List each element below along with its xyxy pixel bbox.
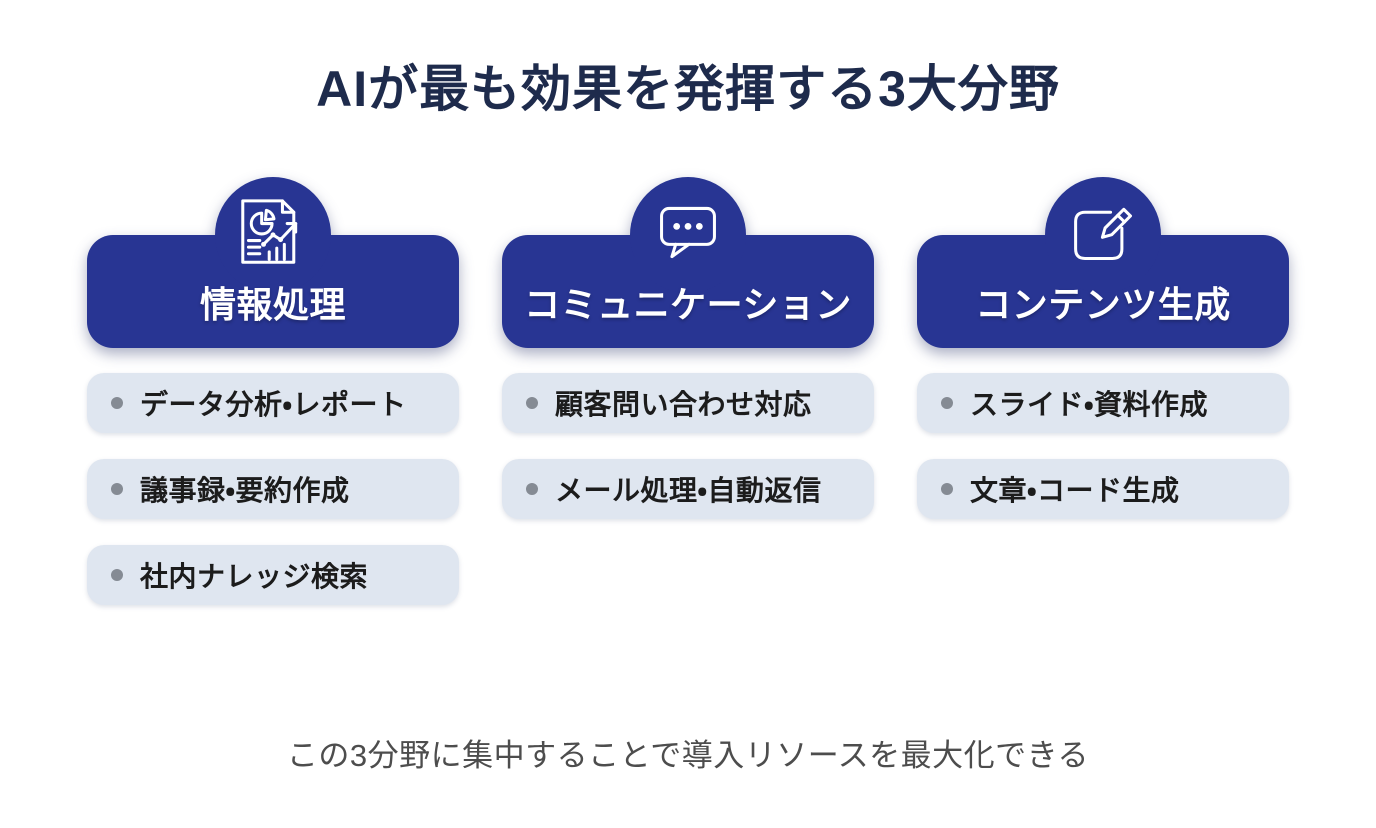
bullet-icon xyxy=(111,397,123,409)
list-item: 顧客問い合わせ対応 xyxy=(502,373,874,433)
column-content-generation: コンテンツ生成 スライド・資料作成 文章・コード生成 xyxy=(917,177,1289,605)
list-item-label: データ分析・レポート xyxy=(140,389,407,420)
category-label: 情報処理 xyxy=(199,284,346,325)
list-item-label: 議事録・要約作成 xyxy=(140,475,350,506)
list-item-label: メール処理・自動返信 xyxy=(555,475,822,506)
bullet-icon xyxy=(941,483,953,495)
bullet-icon xyxy=(526,483,538,495)
column-information-processing: 情報処理 データ分析・レポート 議事録・要約作成 社内ナレッジ検索 xyxy=(87,177,459,605)
item-list: スライド・資料作成 文章・コード生成 xyxy=(917,373,1289,519)
item-list: 顧客問い合わせ対応 メール処理・自動返信 xyxy=(502,373,874,519)
category-header: コンテンツ生成 xyxy=(917,207,1289,348)
category-label: コミュニケーション xyxy=(524,284,852,325)
list-item: データ分析・レポート xyxy=(87,373,459,433)
bullet-icon xyxy=(111,569,123,581)
list-item: 社内ナレッジ検索 xyxy=(87,545,459,605)
footer-caption: この3分野に集中することで導入リソースを最大化できる xyxy=(286,738,1090,773)
list-item: メール処理・自動返信 xyxy=(502,459,874,519)
list-item-label: 文章・コード生成 xyxy=(970,475,1180,506)
page-title: AIが最も効果を発揮する3大分野 xyxy=(316,61,1060,117)
list-item: スライド・資料作成 xyxy=(917,373,1289,433)
report-chart-icon xyxy=(239,199,307,267)
edit-pencil-icon xyxy=(1069,199,1137,267)
list-item-label: スライド・資料作成 xyxy=(970,389,1209,420)
category-label: コンテンツ生成 xyxy=(975,284,1231,325)
column-communication: コミュニケーション 顧客問い合わせ対応 メール処理・自動返信 xyxy=(502,177,874,605)
category-header: コミュニケーション xyxy=(502,206,874,348)
list-item: 文章・コード生成 xyxy=(917,459,1289,519)
list-item: 議事録・要約作成 xyxy=(87,459,459,519)
item-list: データ分析・レポート 議事録・要約作成 社内ナレッジ検索 xyxy=(87,373,459,605)
bullet-icon xyxy=(941,397,953,409)
category-header: 情報処理 xyxy=(87,199,459,348)
list-item-label: 社内ナレッジ検索 xyxy=(140,561,369,592)
chat-bubble-icon xyxy=(654,199,722,267)
bullet-icon xyxy=(526,397,538,409)
bullet-icon xyxy=(111,483,123,495)
list-item-label: 顧客問い合わせ対応 xyxy=(555,389,812,420)
category-columns: 情報処理 データ分析・レポート 議事録・要約作成 社内ナレッジ検索 xyxy=(0,177,1376,605)
